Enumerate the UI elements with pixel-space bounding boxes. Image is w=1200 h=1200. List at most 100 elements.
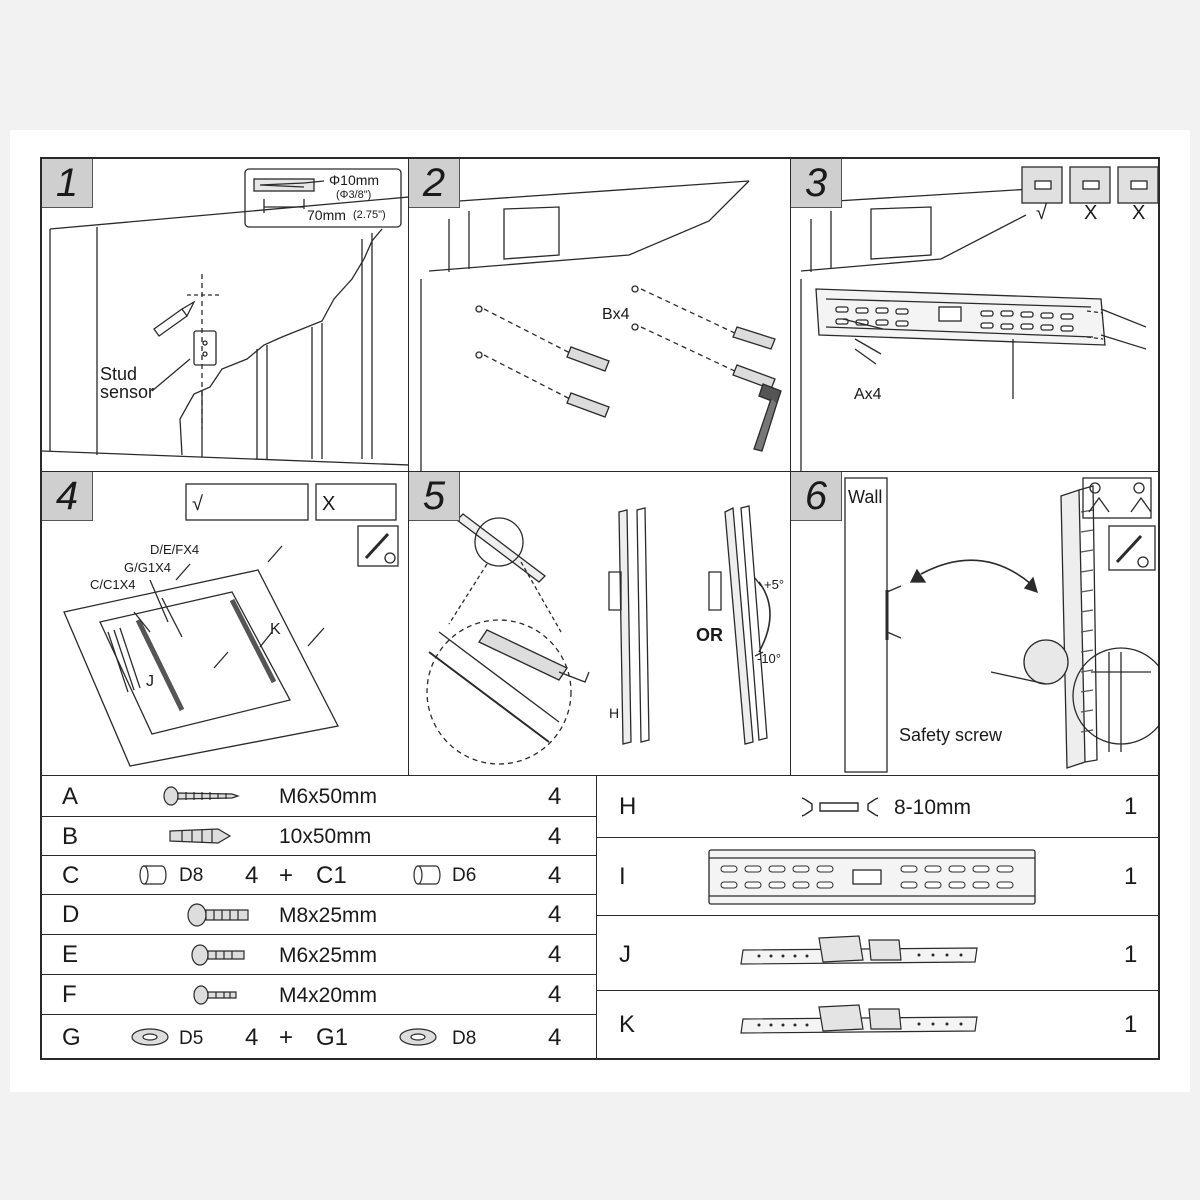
part-letter: F [62, 981, 77, 1008]
part-letter: D [62, 901, 80, 928]
level-ok-mark: √ [1036, 202, 1047, 224]
level-bad-mark: X [1132, 202, 1146, 224]
step-number: 2 [409, 159, 460, 208]
alt-part-quantity: 4 [548, 1024, 562, 1051]
part-quantity: 1 [1124, 1011, 1138, 1038]
part-size: D5 [179, 1028, 204, 1049]
wall-anchor-icon [169, 828, 232, 844]
drill-diameter-inch-label: (Φ3/8") [336, 189, 372, 201]
installation-diagram: 1 Φ10mm (Φ3/8") 70mm (2.75") Stud sensor [40, 157, 1160, 1060]
step-number: 1 [42, 159, 93, 208]
bracket-arm-icon [740, 1004, 978, 1034]
drill-spec-box [244, 168, 402, 228]
alt-part-letter: G1 [316, 1024, 349, 1051]
spacer-icon [413, 865, 441, 885]
part-row: K 1 [597, 991, 1160, 1060]
or-label: OR [696, 625, 723, 645]
part-size: 10x50mm [279, 825, 372, 848]
step-number: 3 [791, 159, 842, 208]
safety-screw-label: Safety screw [899, 725, 1003, 745]
drill-depth-label: 70mm [307, 207, 346, 223]
part-quantity: 4 [548, 783, 562, 810]
part-quantity: 4 [548, 941, 562, 968]
step-2-panel: 2 Bx4 [409, 159, 791, 472]
washer-label: G/G1X4 [124, 560, 171, 575]
step-1-panel: 1 Φ10mm (Φ3/8") 70mm (2.75") Stud sensor [42, 159, 409, 472]
drill-diameter-label: Φ10mm [329, 172, 380, 188]
part-row: D M8x25mm 4 [42, 895, 596, 935]
correct-mark: √ [192, 493, 203, 515]
step-4-illustration [63, 483, 399, 767]
part-row: H 8-10mm 1 [597, 776, 1160, 838]
part-size: D8 [179, 865, 204, 886]
part-letter: E [62, 941, 79, 968]
part-quantity: 1 [1124, 941, 1138, 968]
bracket-k-label: K [270, 621, 281, 638]
part-quantity: 1 [1124, 863, 1138, 890]
part-quantity: 4 [245, 1024, 259, 1051]
level-check-icons [1021, 166, 1159, 204]
part-row: B 10x50mm 4 [42, 817, 596, 856]
part-row: G D5 4 + G1 D8 4 [42, 1015, 596, 1060]
part-letter: H [619, 793, 637, 820]
step-3-illustration [800, 166, 1159, 471]
sensor-label: sensor [100, 382, 155, 402]
part-quantity: 4 [245, 862, 259, 889]
parts-list-left: A M6x50mm 4 B 10x50mm 4 C D8 4 + C1 D6 4… [42, 776, 597, 1060]
plus-sign: + [279, 862, 294, 889]
part-letter: G [62, 1024, 81, 1051]
part-row: F M4x20mm 4 [42, 975, 596, 1015]
wall-label: Wall [848, 487, 883, 507]
part-letter: K [619, 1011, 636, 1038]
part-row: C D8 4 + C1 D6 4 [42, 856, 596, 895]
part-letter: I [619, 863, 626, 890]
step-5-panel: 5 OR +5° -10° H [409, 472, 791, 776]
wrench-icon [802, 797, 878, 817]
part-row: A M6x50mm 4 [42, 776, 596, 817]
alt-part-quantity: 4 [548, 862, 562, 889]
part-size: M6x25mm [279, 944, 378, 967]
plus-sign: + [279, 1024, 294, 1051]
bolt-icon [193, 985, 237, 1005]
part-size: M8x25mm [279, 904, 378, 927]
anchor-count-label: Bx4 [602, 306, 630, 323]
part-letter: C [62, 862, 80, 889]
incorrect-mark: X [322, 493, 336, 515]
part-letter: J [619, 941, 631, 968]
part-row: I 1 [597, 838, 1160, 916]
tilt-up-label: +5° [764, 577, 785, 592]
step-number: 6 [791, 472, 842, 521]
bracket-j-label: J [146, 673, 154, 690]
lag-bolt-icon [163, 786, 240, 806]
part-letter: A [62, 783, 79, 810]
step-6-panel: 6 Wall Safety screw [791, 472, 1160, 776]
step-3-panel: 3 √ X X Ax4 [791, 159, 1160, 472]
alt-part-letter: C1 [316, 862, 347, 889]
part-quantity: 1 [1124, 793, 1138, 820]
part-size: M4x20mm [279, 984, 378, 1007]
level-bad-mark: X [1084, 202, 1098, 224]
wrench-label: H [609, 705, 620, 721]
step-1-illustration [42, 168, 408, 466]
step-number: 4 [42, 472, 93, 521]
part-quantity: 4 [548, 901, 562, 928]
part-row: J 1 [597, 916, 1160, 991]
step-5-illustration [426, 505, 771, 765]
part-quantity: 4 [548, 981, 562, 1008]
step-number: 5 [409, 472, 460, 521]
alt-part-size: D6 [452, 865, 477, 886]
screw-label: D/E/FX4 [150, 542, 200, 557]
alt-part-size: D8 [452, 1028, 477, 1049]
parts-list-right: H 8-10mm 1 I 1 J [597, 776, 1160, 1060]
step-4-panel: 4 √ X D/E/FX4 G/G1X4 C/C1X4 J K [42, 472, 409, 776]
spacer-label: C/C1X4 [90, 577, 136, 592]
washer-icon [131, 1028, 169, 1046]
step-2-illustration [420, 180, 782, 471]
washer-icon [399, 1028, 437, 1046]
bracket-arm-icon [740, 935, 978, 965]
part-letter: B [62, 823, 79, 850]
tilt-down-label: -10° [757, 651, 781, 666]
bolt-icon [191, 944, 245, 966]
step-6-illustration [844, 477, 1160, 773]
part-row: E M6x25mm 4 [42, 935, 596, 975]
